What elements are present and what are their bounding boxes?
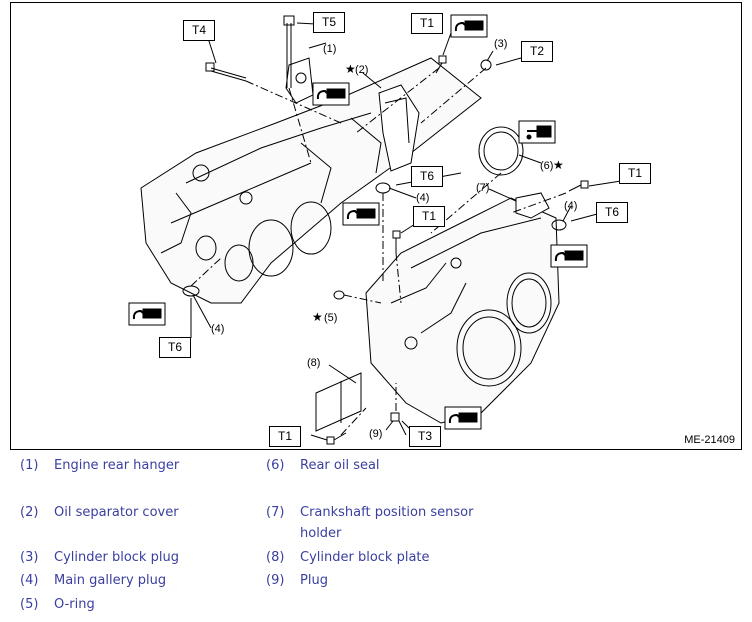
sealant-icon (550, 244, 588, 268)
legend-item: (1) Engine rear hanger (20, 455, 260, 476)
torque-label-t4: T4 (183, 20, 215, 41)
callout-4-left: (4) (211, 323, 224, 335)
legend-item: (4) Main gallery plug (20, 570, 260, 591)
callout-2: (2) (355, 64, 368, 76)
legend-number: (3) (20, 550, 39, 565)
bolt-t1-bottom (326, 432, 347, 445)
callout-3: (3) (494, 38, 507, 50)
star-icon: ★ (345, 62, 356, 76)
sealant-icon-group (128, 14, 588, 430)
legend-number: (7) (266, 505, 285, 520)
torque-label-t1: T1 (413, 206, 445, 227)
main-gallery-plug-mid (375, 182, 391, 194)
legend-number: (6) (266, 458, 285, 473)
callout-1: (1) (323, 43, 336, 55)
legend-number: (9) (266, 573, 285, 588)
legend-number: (8) (266, 550, 285, 565)
legend-text: Engine rear hanger (54, 458, 180, 473)
legend-number: (4) (20, 573, 39, 588)
star-icon: ★ (312, 310, 323, 324)
figure-id: ME-21409 (684, 434, 735, 446)
torque-label-t6: T6 (411, 166, 443, 187)
callout-4-right: (4) (564, 200, 577, 212)
legend-text: Oil separator cover (54, 505, 179, 520)
torque-label-t2: T2 (521, 41, 553, 62)
legend-text: Cylinder block plug (54, 550, 179, 565)
engine-rear-hanger-part (285, 57, 314, 104)
callout-4-mid: (4) (416, 192, 429, 204)
torque-label-t5: T5 (313, 12, 345, 33)
legend-number: (5) (20, 597, 39, 612)
torque-label-t1: T1 (411, 13, 443, 34)
legend-item: (7) Crankshaft position sensor holder (266, 502, 506, 544)
legend-item: (9) Plug (266, 570, 506, 591)
sealant-icon (342, 202, 380, 226)
sealant-icon (128, 302, 166, 326)
main-gallery-plug-right (551, 219, 567, 231)
callout-8: (8) (307, 357, 320, 369)
legend-number: (2) (20, 505, 39, 520)
legend-text: Cylinder block plate (300, 550, 430, 565)
legend-item: (2) Oil separator cover (20, 502, 260, 523)
oil-applicator-icon (518, 120, 556, 144)
torque-label-t3: T3 (409, 426, 441, 447)
star-icon: ★ (553, 158, 564, 172)
bolt-t1-right (568, 180, 589, 192)
callout-5: (5) (324, 312, 337, 324)
sealant-icon (450, 14, 488, 38)
torque-label-t1: T1 (269, 426, 301, 447)
cylinder-block-plate-part (315, 372, 362, 432)
legend-text: Rear oil seal (300, 458, 380, 473)
sealant-icon (312, 82, 350, 106)
legend-item: (3) Cylinder block plug (20, 547, 260, 568)
o-ring-part (333, 290, 345, 300)
torque-label-t6: T6 (159, 337, 191, 358)
legend-item: (6) Rear oil seal (266, 455, 506, 476)
callout-9: (9) (369, 428, 382, 440)
legend-number: (1) (20, 458, 39, 473)
bolt-t1-mid (392, 230, 401, 253)
legend-text: Main gallery plug (54, 573, 167, 588)
callout-7: (7) (476, 182, 489, 194)
exploded-diagram: (1) (2) (3) (4) (4) (4) (5) (6) (7) (8) … (10, 2, 742, 450)
torque-label-t6: T6 (596, 202, 628, 223)
legend-text: Plug (300, 573, 328, 588)
right-cylinder-block (365, 197, 560, 424)
oil-separator-cover-part (378, 84, 420, 172)
diagram-drawing: (1) (2) (3) (4) (4) (4) (5) (6) (7) (8) … (128, 14, 622, 445)
legend-text: Crankshaft position sensor holder (300, 505, 474, 541)
callout-6: (6) (540, 160, 553, 172)
bolt-t4 (205, 62, 247, 82)
torque-label-t1: T1 (619, 163, 651, 184)
legend-item: (5) O-ring (20, 594, 260, 615)
sealant-icon (444, 406, 482, 430)
bolt-t5 (283, 15, 295, 88)
rear-oil-seal-part (478, 126, 524, 176)
plug-9-part (390, 412, 400, 422)
cylinder-block-plug-part (480, 59, 492, 71)
legend-text: O-ring (54, 597, 95, 612)
legend-item: (8) Cylinder block plate (266, 547, 506, 568)
